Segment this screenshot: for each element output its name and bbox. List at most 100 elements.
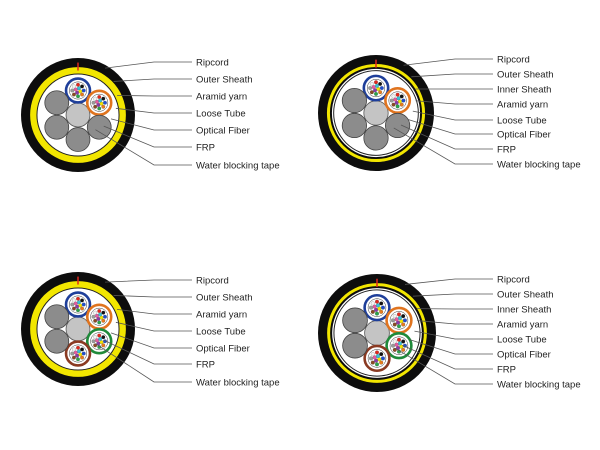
optical-fiber — [80, 347, 84, 352]
frp-central-member — [363, 100, 389, 126]
leader-line — [414, 330, 493, 340]
component-label: Outer Sheath — [196, 293, 253, 304]
leader-line — [115, 107, 192, 114]
component-label: Loose Tube — [497, 116, 547, 127]
leader-line — [95, 129, 192, 166]
leader-line — [400, 124, 493, 150]
optical-fiber — [370, 309, 375, 314]
optical-fiber — [375, 83, 379, 88]
frp-central-member — [364, 320, 390, 346]
leader-line — [411, 73, 493, 78]
leader-line — [95, 343, 192, 383]
optical-fiber — [97, 333, 102, 338]
component-label: Inner Sheath — [497, 85, 551, 96]
component-label: Ripcord — [196, 276, 229, 287]
optical-fiber — [375, 311, 379, 316]
optical-fiber — [375, 350, 379, 355]
optical-fiber — [101, 335, 106, 340]
optical-fiber — [397, 341, 402, 346]
filler-rod — [341, 87, 367, 114]
component-label: Optical Fiber — [196, 344, 250, 355]
optical-fiber — [76, 345, 80, 350]
component-label: Outer Sheath — [497, 290, 554, 301]
loose-tube — [64, 340, 92, 367]
leader-line — [105, 61, 192, 69]
optical-fiber — [374, 91, 378, 96]
component-label: Ripcord — [497, 55, 530, 66]
leader-line — [417, 320, 493, 325]
leader-line — [113, 295, 192, 298]
component-label: Aramid yarn — [497, 100, 548, 111]
optical-fiber — [376, 303, 380, 308]
leader-line — [403, 58, 493, 66]
optical-fiber — [77, 86, 81, 91]
optical-fiber — [91, 100, 96, 105]
optical-fiber — [399, 102, 404, 107]
component-label: Optical Fiber — [497, 130, 551, 141]
leader-line — [117, 94, 192, 97]
component-label: Loose Tube — [497, 335, 547, 346]
component-label: FRP — [497, 145, 516, 156]
optical-fiber — [80, 298, 84, 303]
frp-central-member — [65, 102, 91, 128]
leader-line — [412, 110, 493, 121]
optical-fiber — [370, 360, 375, 365]
optical-fiber — [72, 355, 76, 360]
optical-fiber — [93, 310, 98, 315]
component-label: Loose Tube — [196, 109, 246, 120]
optical-fiber — [76, 308, 80, 313]
optical-fiber — [76, 296, 80, 301]
loose-tube — [64, 291, 92, 318]
leader-line — [393, 127, 493, 165]
optical-fiber — [81, 302, 86, 307]
optical-fiber — [369, 81, 374, 86]
optical-fiber — [401, 314, 406, 319]
optical-fiber — [80, 92, 84, 97]
optical-fiber — [369, 305, 374, 310]
filler-rod — [44, 328, 70, 354]
leader-line — [103, 125, 192, 148]
leader-line — [415, 100, 493, 105]
optical-fiber — [101, 96, 106, 101]
optical-fiber — [76, 94, 80, 99]
component-label: Water blocking tape — [497, 160, 581, 171]
filler-rod — [86, 114, 112, 140]
leader-line — [407, 119, 493, 135]
optical-fiber — [397, 324, 401, 329]
component-label: Water blocking tape — [497, 380, 581, 391]
optical-fiber — [76, 357, 80, 362]
optical-fiber — [72, 306, 76, 311]
optical-fiber — [80, 84, 84, 89]
leader-line — [402, 344, 493, 370]
component-label: Inner Sheath — [497, 305, 551, 316]
optical-fiber — [401, 347, 406, 352]
loose-tube — [363, 344, 391, 373]
component-label: FRP — [196, 143, 215, 154]
optical-fiber — [378, 81, 383, 86]
filler-rod — [342, 307, 368, 334]
loose-tube — [384, 87, 412, 115]
leader-line — [113, 78, 192, 82]
optical-fiber — [380, 305, 385, 310]
optical-fiber — [93, 104, 98, 109]
optical-fiber — [98, 337, 103, 341]
optical-fiber — [91, 314, 96, 319]
optical-fiber — [391, 343, 395, 348]
filler-rod — [44, 304, 70, 330]
optical-fiber — [93, 335, 98, 340]
optical-fiber — [379, 86, 384, 90]
filler-rod — [363, 125, 389, 151]
optical-fiber — [81, 88, 86, 93]
optical-fiber — [72, 347, 76, 352]
optical-fiber — [97, 106, 102, 111]
leader-line — [412, 293, 493, 297]
optical-fiber — [103, 100, 107, 105]
optical-fiber — [368, 86, 373, 90]
optical-fiber — [379, 360, 384, 365]
optical-fiber — [396, 96, 401, 101]
component-label: Aramid yarn — [196, 92, 247, 103]
optical-fiber — [389, 98, 394, 103]
